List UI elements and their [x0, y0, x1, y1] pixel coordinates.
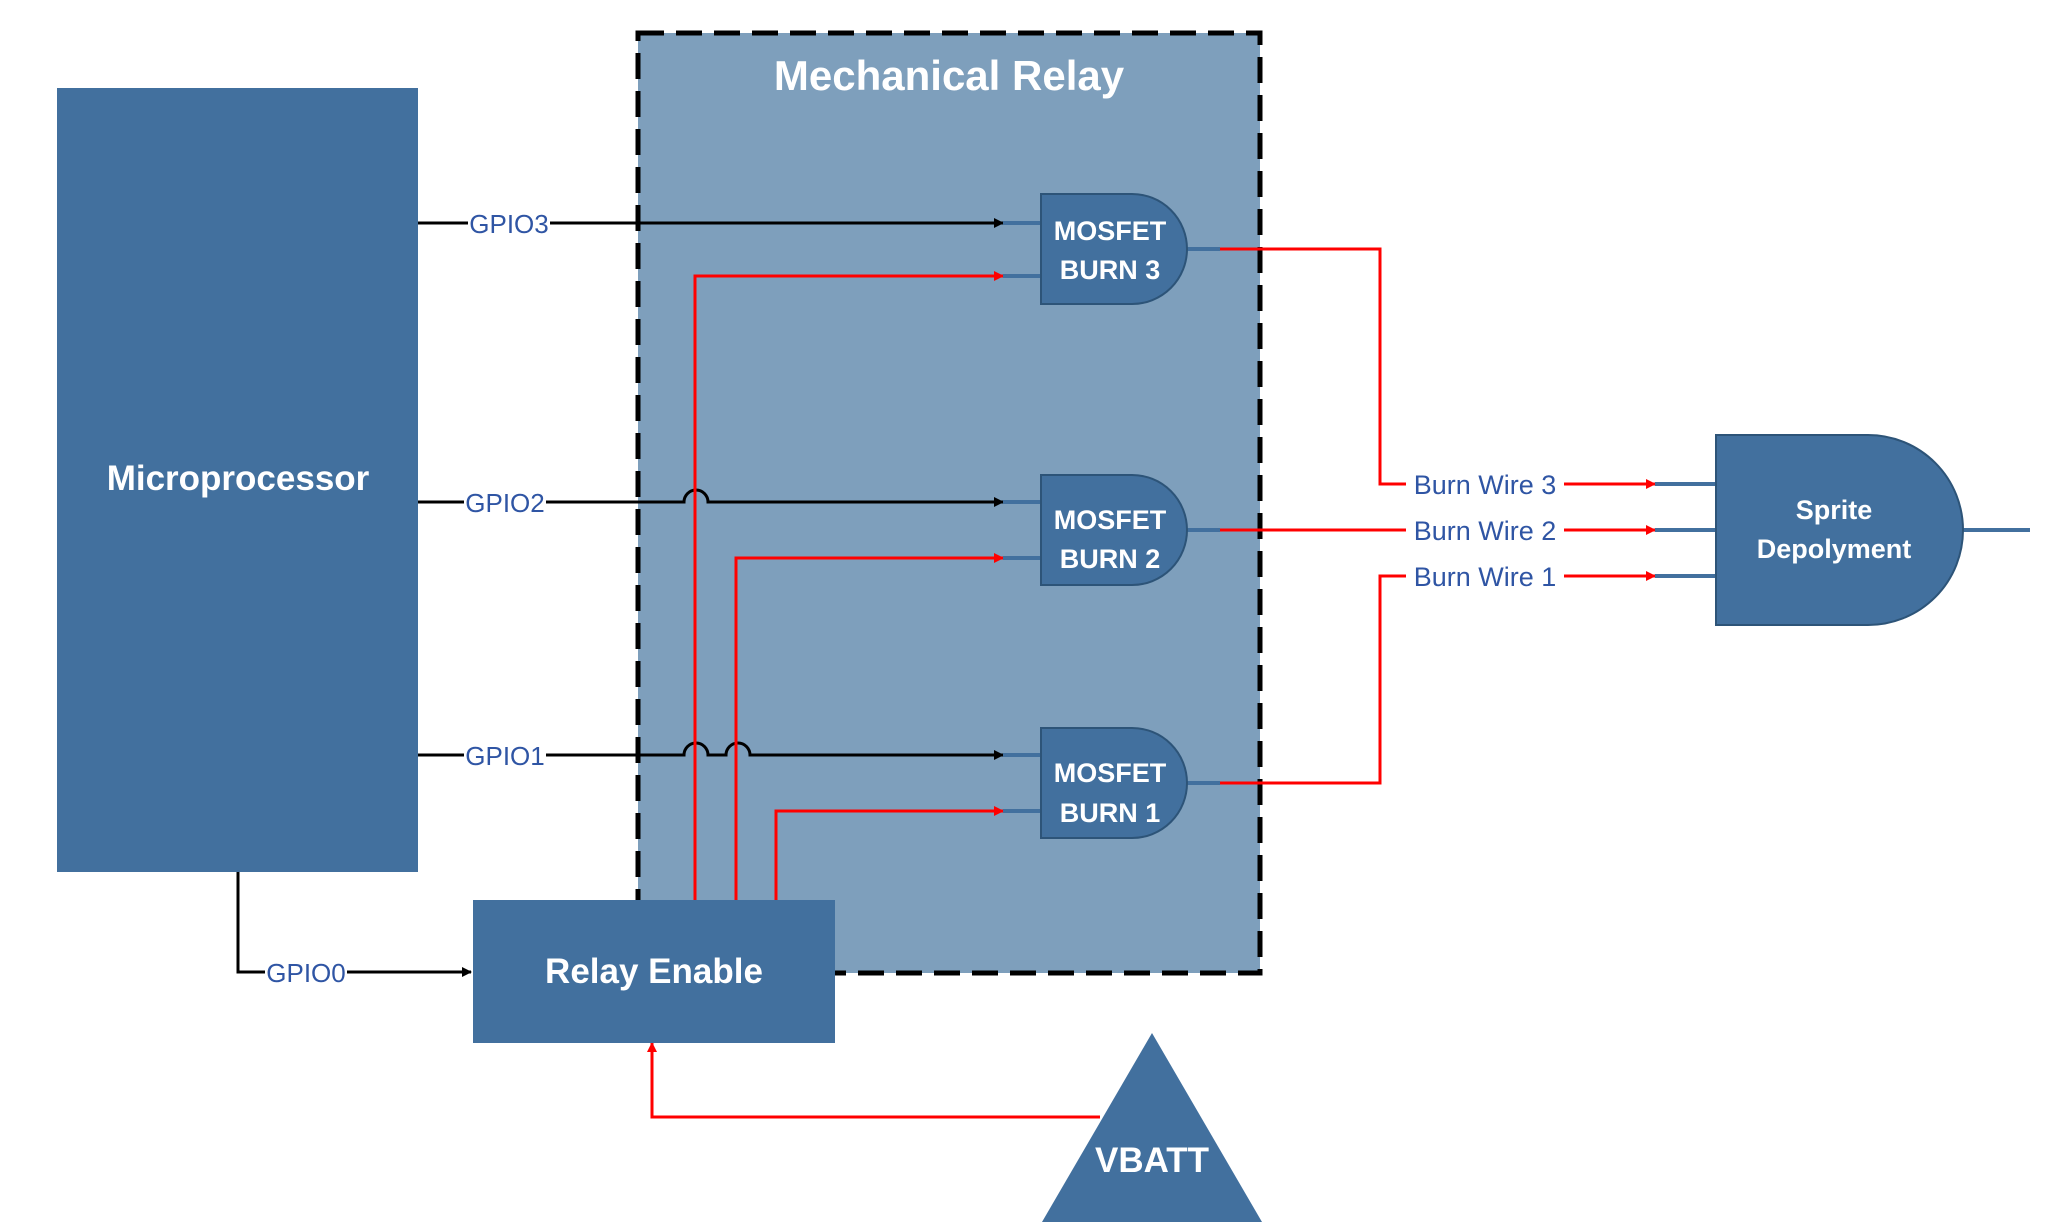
vbatt-to-relay-enable-line — [647, 1042, 1100, 1119]
burn-wire-2-label: Burn Wire 2 — [1414, 516, 1557, 546]
microprocessor-block — [57, 88, 418, 872]
enable-to-burn1-line — [774, 806, 1004, 900]
gpio0-line — [236, 872, 472, 977]
burn-wire-1-label: Burn Wire 1 — [1414, 562, 1557, 592]
enable-to-burn3-line — [693, 271, 1004, 900]
sprite-deployment: Sprite Depolyment — [1655, 434, 2030, 626]
mosfet-burn3: MOSFET BURN 3 — [1003, 193, 1220, 305]
sprite-deployment-shape — [1715, 434, 1964, 626]
mosfet-burn1-shape — [1040, 727, 1188, 839]
mosfet-burn1: MOSFET BURN 1 — [1003, 727, 1220, 839]
mosfet-burn2-line1: MOSFET — [1054, 505, 1167, 535]
vbatt-label: VBATT — [1095, 1141, 1209, 1180]
vbatt-triangle — [1042, 1033, 1262, 1222]
relay-enable-block — [473, 900, 835, 1043]
vbatt-source: VBATT — [1042, 1033, 1262, 1222]
mosfet-burn3-shape — [1040, 193, 1188, 305]
burn-wire-3-label: Burn Wire 3 — [1414, 470, 1557, 500]
relay-enable-group: Relay Enable — [473, 900, 835, 1043]
mosfet-burn2-shape — [1040, 474, 1188, 586]
relay-power-lines — [693, 271, 1004, 900]
gpio-labels: GPIO3 GPIO2 GPIO1 GPIO0 — [265, 207, 550, 988]
gpio1-label: GPIO1 — [465, 741, 544, 771]
gpio3-label: GPIO3 — [469, 209, 548, 239]
enable-to-burn2-line — [734, 553, 1004, 900]
sprite-deployment-line1: Sprite — [1796, 495, 1873, 525]
microprocessor-group: Microprocessor — [57, 88, 418, 872]
burn-wire-labels: Burn Wire 3 Burn Wire 2 Burn Wire 1 — [1406, 468, 1564, 592]
mosfet-gates: MOSFET BURN 3 MOSFET BURN 2 MOSFET BURN … — [1003, 193, 1220, 839]
sprite-deployment-line2: Depolyment — [1757, 534, 1912, 564]
gpio2-label: GPIO2 — [465, 488, 544, 518]
mosfet-burn2: MOSFET BURN 2 — [1003, 474, 1220, 586]
relay-enable-label: Relay Enable — [545, 952, 763, 991]
mechanical-relay-title: Mechanical Relay — [774, 52, 1125, 99]
gpio1-line — [418, 741, 1004, 760]
mosfet-burn1-line2: BURN 1 — [1060, 798, 1161, 828]
mosfet-burn3-line2: BURN 3 — [1060, 255, 1161, 285]
microprocessor-label: Microprocessor — [107, 459, 370, 498]
mosfet-burn2-line2: BURN 2 — [1060, 544, 1161, 574]
mosfet-burn1-line1: MOSFET — [1054, 758, 1167, 788]
burn-wire-3-line — [1220, 247, 1656, 489]
mosfet-burn3-line1: MOSFET — [1054, 216, 1167, 246]
burn-wire-1-line — [1220, 571, 1656, 785]
gpio0-label: GPIO0 — [266, 958, 345, 988]
